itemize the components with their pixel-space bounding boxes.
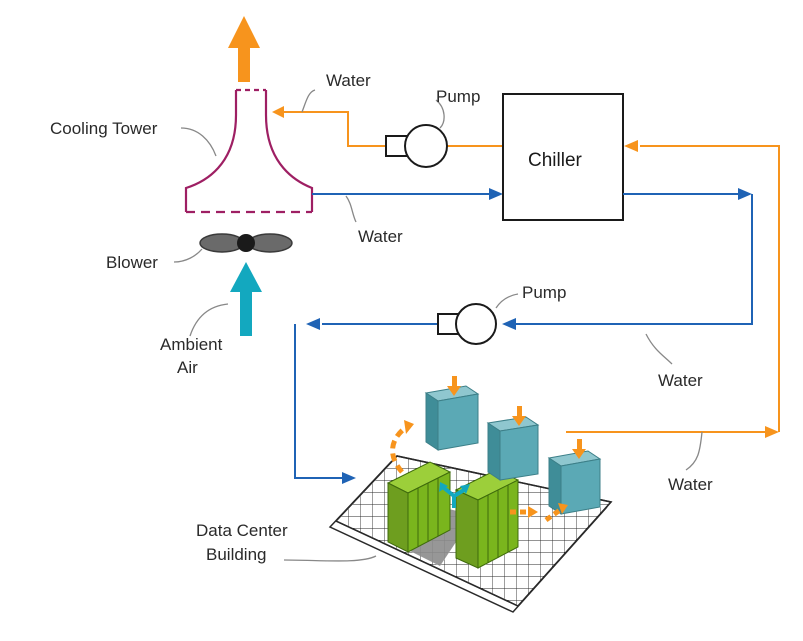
data-center-label-line1: Data Center	[196, 521, 288, 540]
crac-unit-2	[486, 416, 540, 481]
pump-top-label: Pump	[436, 87, 480, 106]
cold-water-line-to-chiller	[312, 188, 503, 200]
hot-water-line-to-tower	[272, 106, 503, 147]
warm-water-return-line	[566, 140, 780, 438]
chilled-water-supply-line	[294, 188, 753, 484]
water-right-label: Water	[658, 371, 703, 390]
water-top-label: Water	[326, 71, 371, 90]
cooling-tower	[184, 88, 314, 214]
blower-fan	[199, 233, 293, 253]
pump-middle-icon	[437, 303, 497, 345]
server-rack-group-left	[386, 461, 452, 553]
crac-unit-3	[547, 450, 602, 515]
chiller-label: Chiller	[528, 150, 583, 171]
blower-label: Blower	[106, 253, 158, 272]
chiller-unit	[502, 93, 624, 221]
server-rack-group-right	[454, 469, 520, 569]
ambient-air-label-line2: Air	[177, 358, 198, 377]
leader-lines	[173, 89, 703, 562]
ambient-air-arrow	[230, 262, 262, 336]
ambient-air-label-line1: Ambient	[160, 335, 223, 354]
pump-middle-label: Pump	[522, 283, 566, 302]
pump-top-icon	[385, 124, 448, 168]
water-tower-return-label: Water	[358, 227, 403, 246]
water-bottom-label: Water	[668, 475, 713, 494]
airflow-arrows	[390, 376, 586, 523]
cooling-tower-label: Cooling Tower	[50, 119, 158, 138]
crac-unit-1	[424, 385, 480, 451]
data-center-label-line2: Building	[206, 545, 267, 564]
exhaust-air-arrow	[228, 16, 260, 82]
